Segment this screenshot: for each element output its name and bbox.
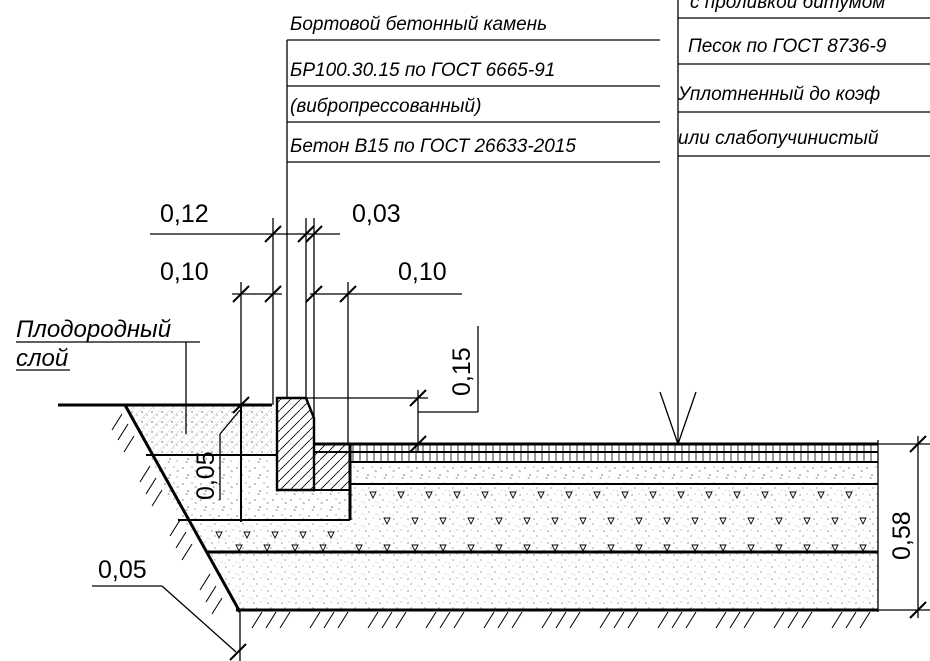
dim-right-offset: 0,10 (398, 258, 447, 286)
curb-callout-frame (286, 39, 660, 398)
dimension-top-row (150, 218, 340, 418)
fertile-soil-fill (125, 405, 272, 455)
dim-total-thickness: 0,58 (888, 511, 916, 560)
dim-gap: 0,03 (352, 200, 401, 228)
curb-callout-line4: Бетон В15 по ГОСТ 26633-2015 (290, 136, 576, 157)
dim-base-depth: 0,05 (192, 451, 220, 500)
dimension-second-row (232, 282, 462, 444)
fertile-layer-label-line2: слой (16, 345, 68, 372)
crushed-stone-fill (350, 462, 878, 484)
dimension-total-thickness (878, 435, 930, 619)
sand-triangle-markers (215, 491, 867, 553)
dim-left-offset: 0,10 (160, 258, 209, 286)
ground-hatching (111, 413, 871, 629)
dim-curb-height: 0,15 (448, 347, 476, 396)
layer-callout-line4: или слабопучинистый (678, 128, 879, 149)
layer-callout-line2: Песок по ГОСТ 8736-9 (688, 36, 887, 57)
curb-foot (313, 443, 351, 491)
layer-callout-line3: Уплотненный до коэф (677, 84, 880, 105)
curb-callout-line2: БР100.30.15 по ГОСТ 6665-91 (290, 60, 555, 81)
dimension-curb-height (306, 326, 479, 453)
curb-callout-line3: (вибропрессованный) (290, 96, 481, 117)
fertile-layer-label-line1: Плодородный (16, 316, 171, 343)
layer-outlines (58, 403, 879, 613)
curb-callout-line1: Бортовой бетонный камень (290, 14, 547, 35)
dimension-base-depth (219, 396, 250, 500)
dimension-bottom-offset (92, 585, 247, 661)
layer-callout-line1: с проливкой битумом (690, 0, 885, 13)
dim-bottom-offset: 0,05 (98, 556, 147, 584)
curb-stone (275, 396, 316, 492)
fertile-layer-leader (16, 341, 200, 434)
layer-callout-frame (659, 0, 930, 445)
concrete-base-fill (150, 455, 350, 520)
sand-layer-lower-fill (208, 552, 878, 610)
dim-curb-width: 0,12 (160, 200, 209, 228)
